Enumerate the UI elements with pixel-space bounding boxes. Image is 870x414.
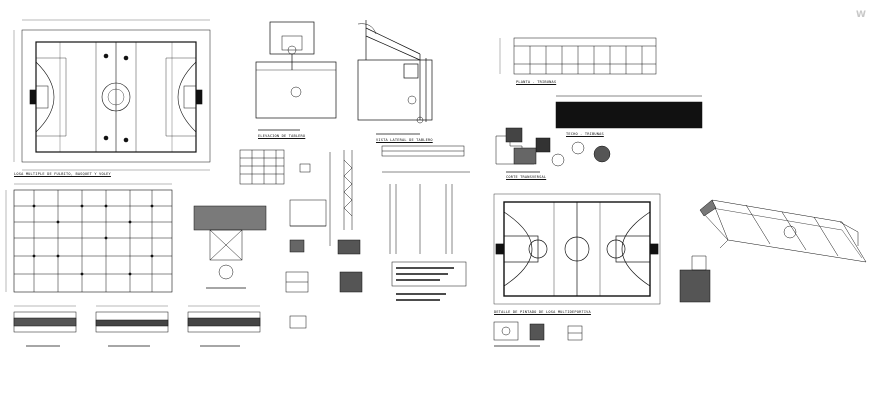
footing-detail — [193, 205, 267, 289]
court-plan-caption: LOSA MULTIPLE DE FULBITO, BASQUET Y VOLE… — [14, 172, 111, 176]
roof-caption: TECHO - TRIBUNAS — [566, 132, 604, 136]
floor-section-details — [13, 305, 261, 347]
multi-court-plan — [13, 19, 211, 171]
section-caption: CORTE TRANSVERSAL — [506, 175, 547, 179]
basketball-court-plan — [493, 193, 661, 305]
bleachers-plan — [499, 37, 657, 75]
structural-details — [239, 145, 470, 329]
stand-elevation-caption: ELEVACION DE TABLERO — [258, 134, 306, 138]
basket-stand-side — [357, 20, 433, 135]
bleachers-section — [495, 127, 611, 173]
isometric-court — [679, 199, 867, 303]
painting-details — [493, 321, 583, 347]
bleachers-plan-caption: PLANTA - TRIBUNAS — [516, 80, 557, 84]
grid-plan — [5, 183, 173, 293]
watermark: W — [856, 10, 866, 20]
roof-elevation — [555, 95, 703, 129]
notes-block — [391, 261, 467, 301]
stand-side-caption: VISTA LATERAL DE TABLERO — [376, 138, 433, 142]
basket-stand-elevation — [255, 21, 337, 131]
detail-caption: DETALLE DE PINTADO DE LOSA MULTIDEPORTIV… — [494, 310, 591, 314]
